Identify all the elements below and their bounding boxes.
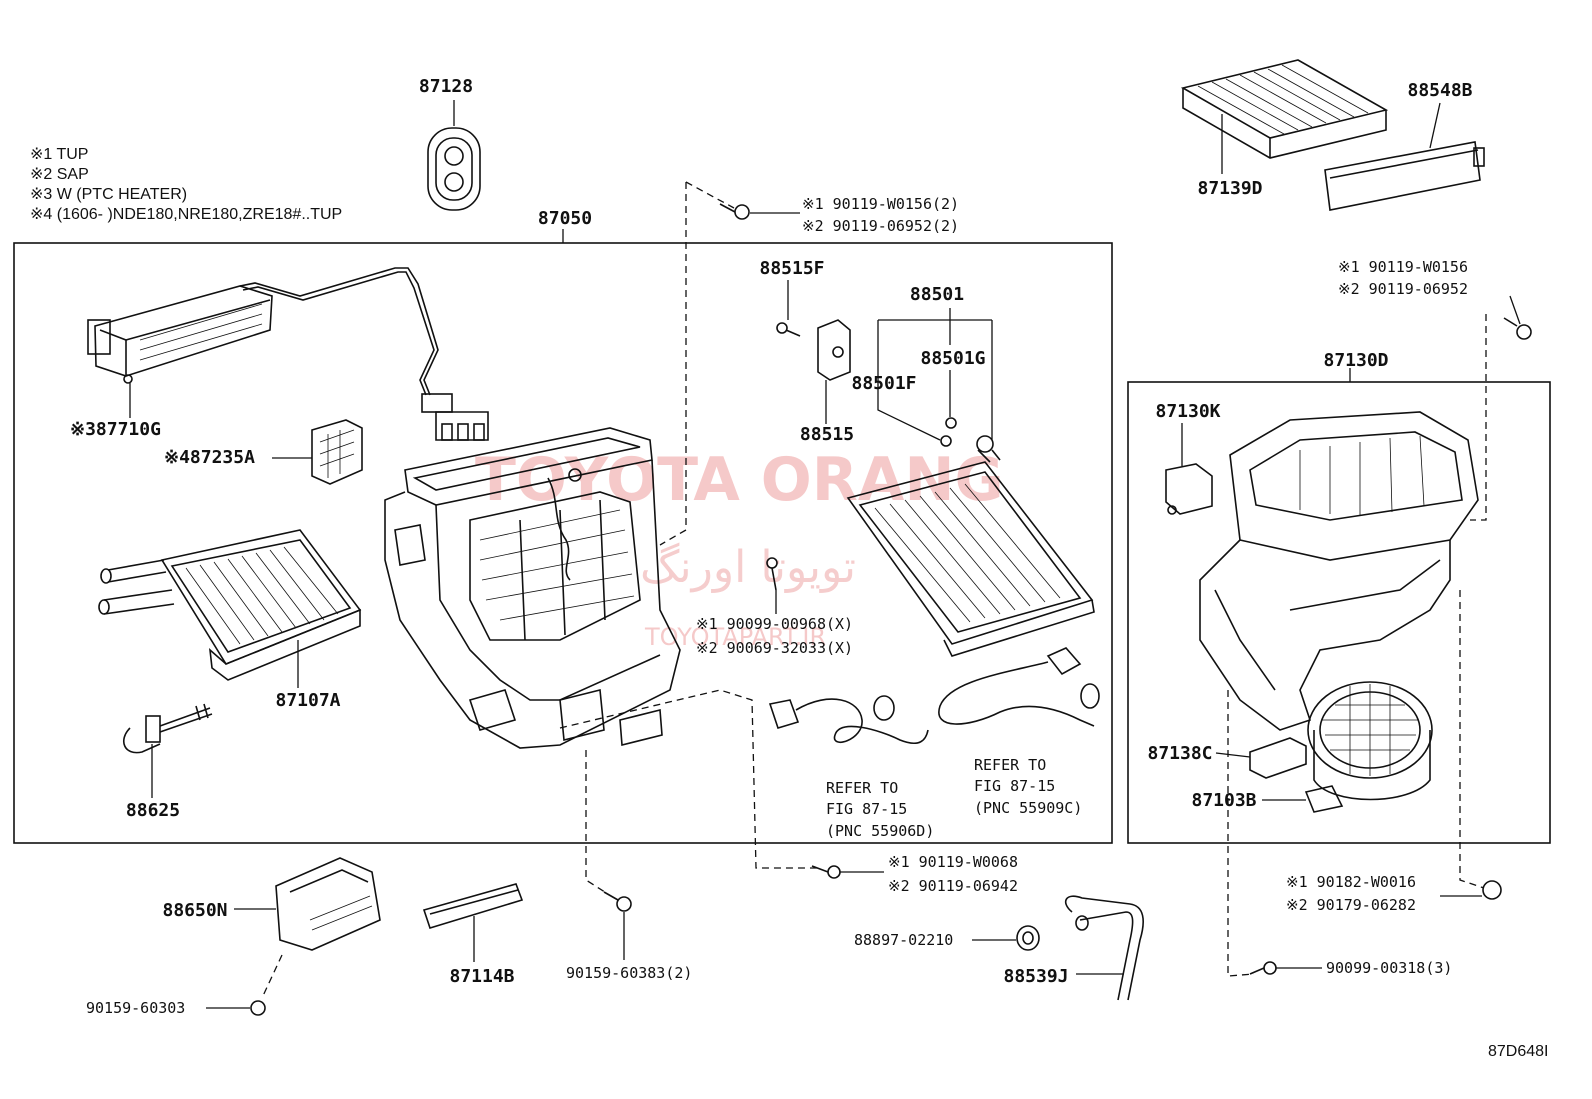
part-label-88515F: 88515F: [759, 258, 824, 279]
part-88650N-actuator: [275, 857, 381, 951]
part-label-87139D: 87139D: [1197, 178, 1262, 199]
screw-90099-00318: [1249, 961, 1277, 975]
note-line: ※1 TUP: [30, 146, 88, 163]
part-87114B-seal: [422, 883, 524, 929]
small-label-s13: ※1 90119-W0068: [888, 853, 1018, 871]
small-label-s1: ※1 90119-W0156(2): [802, 195, 959, 213]
small-label-s7: REFER TO: [826, 779, 898, 797]
dash-right-vertical: [1470, 314, 1487, 521]
part-label-87130K: 87130K: [1155, 401, 1220, 422]
small-label-s2: ※2 90119-06952(2): [802, 217, 959, 235]
part-label-88650N: 88650N: [162, 900, 227, 921]
screw-mid: [766, 557, 778, 591]
part-label-87107A: 87107A: [275, 690, 340, 711]
part-87235A-duct: [311, 419, 363, 485]
part-88515F-bolt: [776, 322, 801, 337]
part-87138C-resistor: [1249, 737, 1307, 779]
part-label-88625: 88625: [126, 800, 180, 821]
small-label-s6: ※2 90069-32033(X): [696, 639, 853, 657]
part-label-87050: 87050: [538, 208, 592, 229]
part-label-88539J: 88539J: [1003, 966, 1068, 987]
dash-blower-right: [1459, 590, 1485, 889]
part-88539J-hose: [1064, 895, 1144, 1001]
note-line: ※4 (1606- )NDE180,NRE180,ZRE18#..TUP: [30, 206, 342, 223]
part-label-87235A: ※487235A: [164, 447, 255, 468]
small-label-s17: 88897-02210: [854, 931, 953, 949]
part-label-87130D: 87130D: [1323, 350, 1388, 371]
small-label-s16: ※2 90179-06282: [1286, 896, 1416, 914]
part-88625-sensor: [122, 703, 213, 754]
part-88501F-oring: [940, 435, 952, 447]
small-label-s3: ※1 90119-W0156: [1338, 258, 1468, 276]
part-label-88515: 88515: [800, 424, 854, 445]
small-label-s4: ※2 90119-06952: [1338, 280, 1468, 298]
part-harness-55909C: [938, 647, 1100, 727]
part-88501G-oring: [945, 417, 957, 429]
small-label-s20: 90099-00318(3): [1326, 959, 1452, 977]
part-87139D-filter: [1180, 59, 1389, 159]
dash-screw-top-left: [685, 181, 735, 209]
small-label-s8: FIG 87-15: [826, 800, 907, 818]
small-label-s5: ※1 90099-00968(X): [696, 615, 853, 633]
part-label-87128: 87128: [419, 76, 473, 97]
part-label-88501: 88501: [910, 284, 964, 305]
part-87130D-blower-case: [1199, 411, 1479, 731]
small-label-s10: REFER TO: [974, 756, 1046, 774]
part-88515-valve: [817, 319, 851, 381]
screw-90159-60303: [250, 1000, 266, 1016]
part-label-88548B: 88548B: [1407, 80, 1472, 101]
part-label-87710G: ※387710G: [70, 419, 161, 440]
part-88501-evaporator: [846, 435, 1095, 657]
part-labels: 87128 87050 ※387710G※487235A 87107A 88625 885…: [70, 76, 1473, 987]
small-label-s18: 90159-60383(2): [566, 964, 692, 982]
leader-88548B: [1429, 102, 1441, 149]
leader-screw-top-right: [1509, 295, 1521, 325]
part-label-88501F: 88501F: [851, 373, 916, 394]
watermark-persian: تویوتا اورنگ: [640, 542, 856, 593]
part-88897-02210-nut: [1016, 925, 1040, 951]
note-line: ※3 W (PTC HEATER): [30, 186, 187, 203]
part-87710G-ptc-heater: [87, 267, 489, 441]
small-label-s9: (PNC 55906D): [826, 822, 934, 840]
small-part-labels: ※1 90119-W0156(2) ※2 90119-06952(2) ※1 901…: [86, 195, 1468, 1017]
part-harness-55906D: [768, 695, 929, 745]
dash-bottom-mid: [585, 750, 609, 895]
part-label-87138C: 87138C: [1147, 743, 1212, 764]
part-87050-hvac-case: [384, 427, 681, 749]
small-label-s15: ※1 90182-W0016: [1286, 873, 1416, 891]
leader-87138C: [1215, 752, 1251, 758]
dash-blower-left: [1227, 690, 1255, 977]
part-label-87103B: 87103B: [1191, 790, 1256, 811]
part-87103B-blower-motor: [1304, 681, 1433, 813]
part-label-88501G: 88501G: [920, 348, 985, 369]
small-label-s11: FIG 87-15: [974, 777, 1055, 795]
part-88548B-cover: [1324, 141, 1485, 211]
note-line: ※2 SAP: [30, 166, 89, 183]
dash-main-vertical: [659, 182, 687, 546]
leader-88501-bracket: [877, 319, 993, 441]
screw-90182-W0016: [1482, 880, 1502, 900]
dash-bottom-right: [559, 689, 820, 869]
screw-top-right: [1503, 317, 1532, 340]
diagram-code: 87D648I: [1488, 1043, 1549, 1060]
small-label-s12: (PNC 55909C): [974, 799, 1082, 817]
dash-88650N: [261, 954, 283, 999]
screw-top-left: [719, 203, 750, 220]
screw-90159-60383: [603, 891, 632, 912]
part-87130K-actuator: [1165, 463, 1213, 515]
small-label-s14: ※2 90119-06942: [888, 877, 1018, 895]
notes-legend: ※1 TUP ※2 SAP ※3 W (PTC HEATER) ※4 (1606- )…: [30, 146, 342, 223]
part-87107A-heater-core: [98, 529, 362, 681]
screw-90119-W0068: [811, 865, 841, 879]
blower-assembly-frame: [1127, 381, 1551, 844]
part-87128-grommet: [427, 127, 481, 211]
part-label-87114B: 87114B: [449, 966, 514, 987]
small-label-s19: 90159-60303: [86, 999, 185, 1017]
